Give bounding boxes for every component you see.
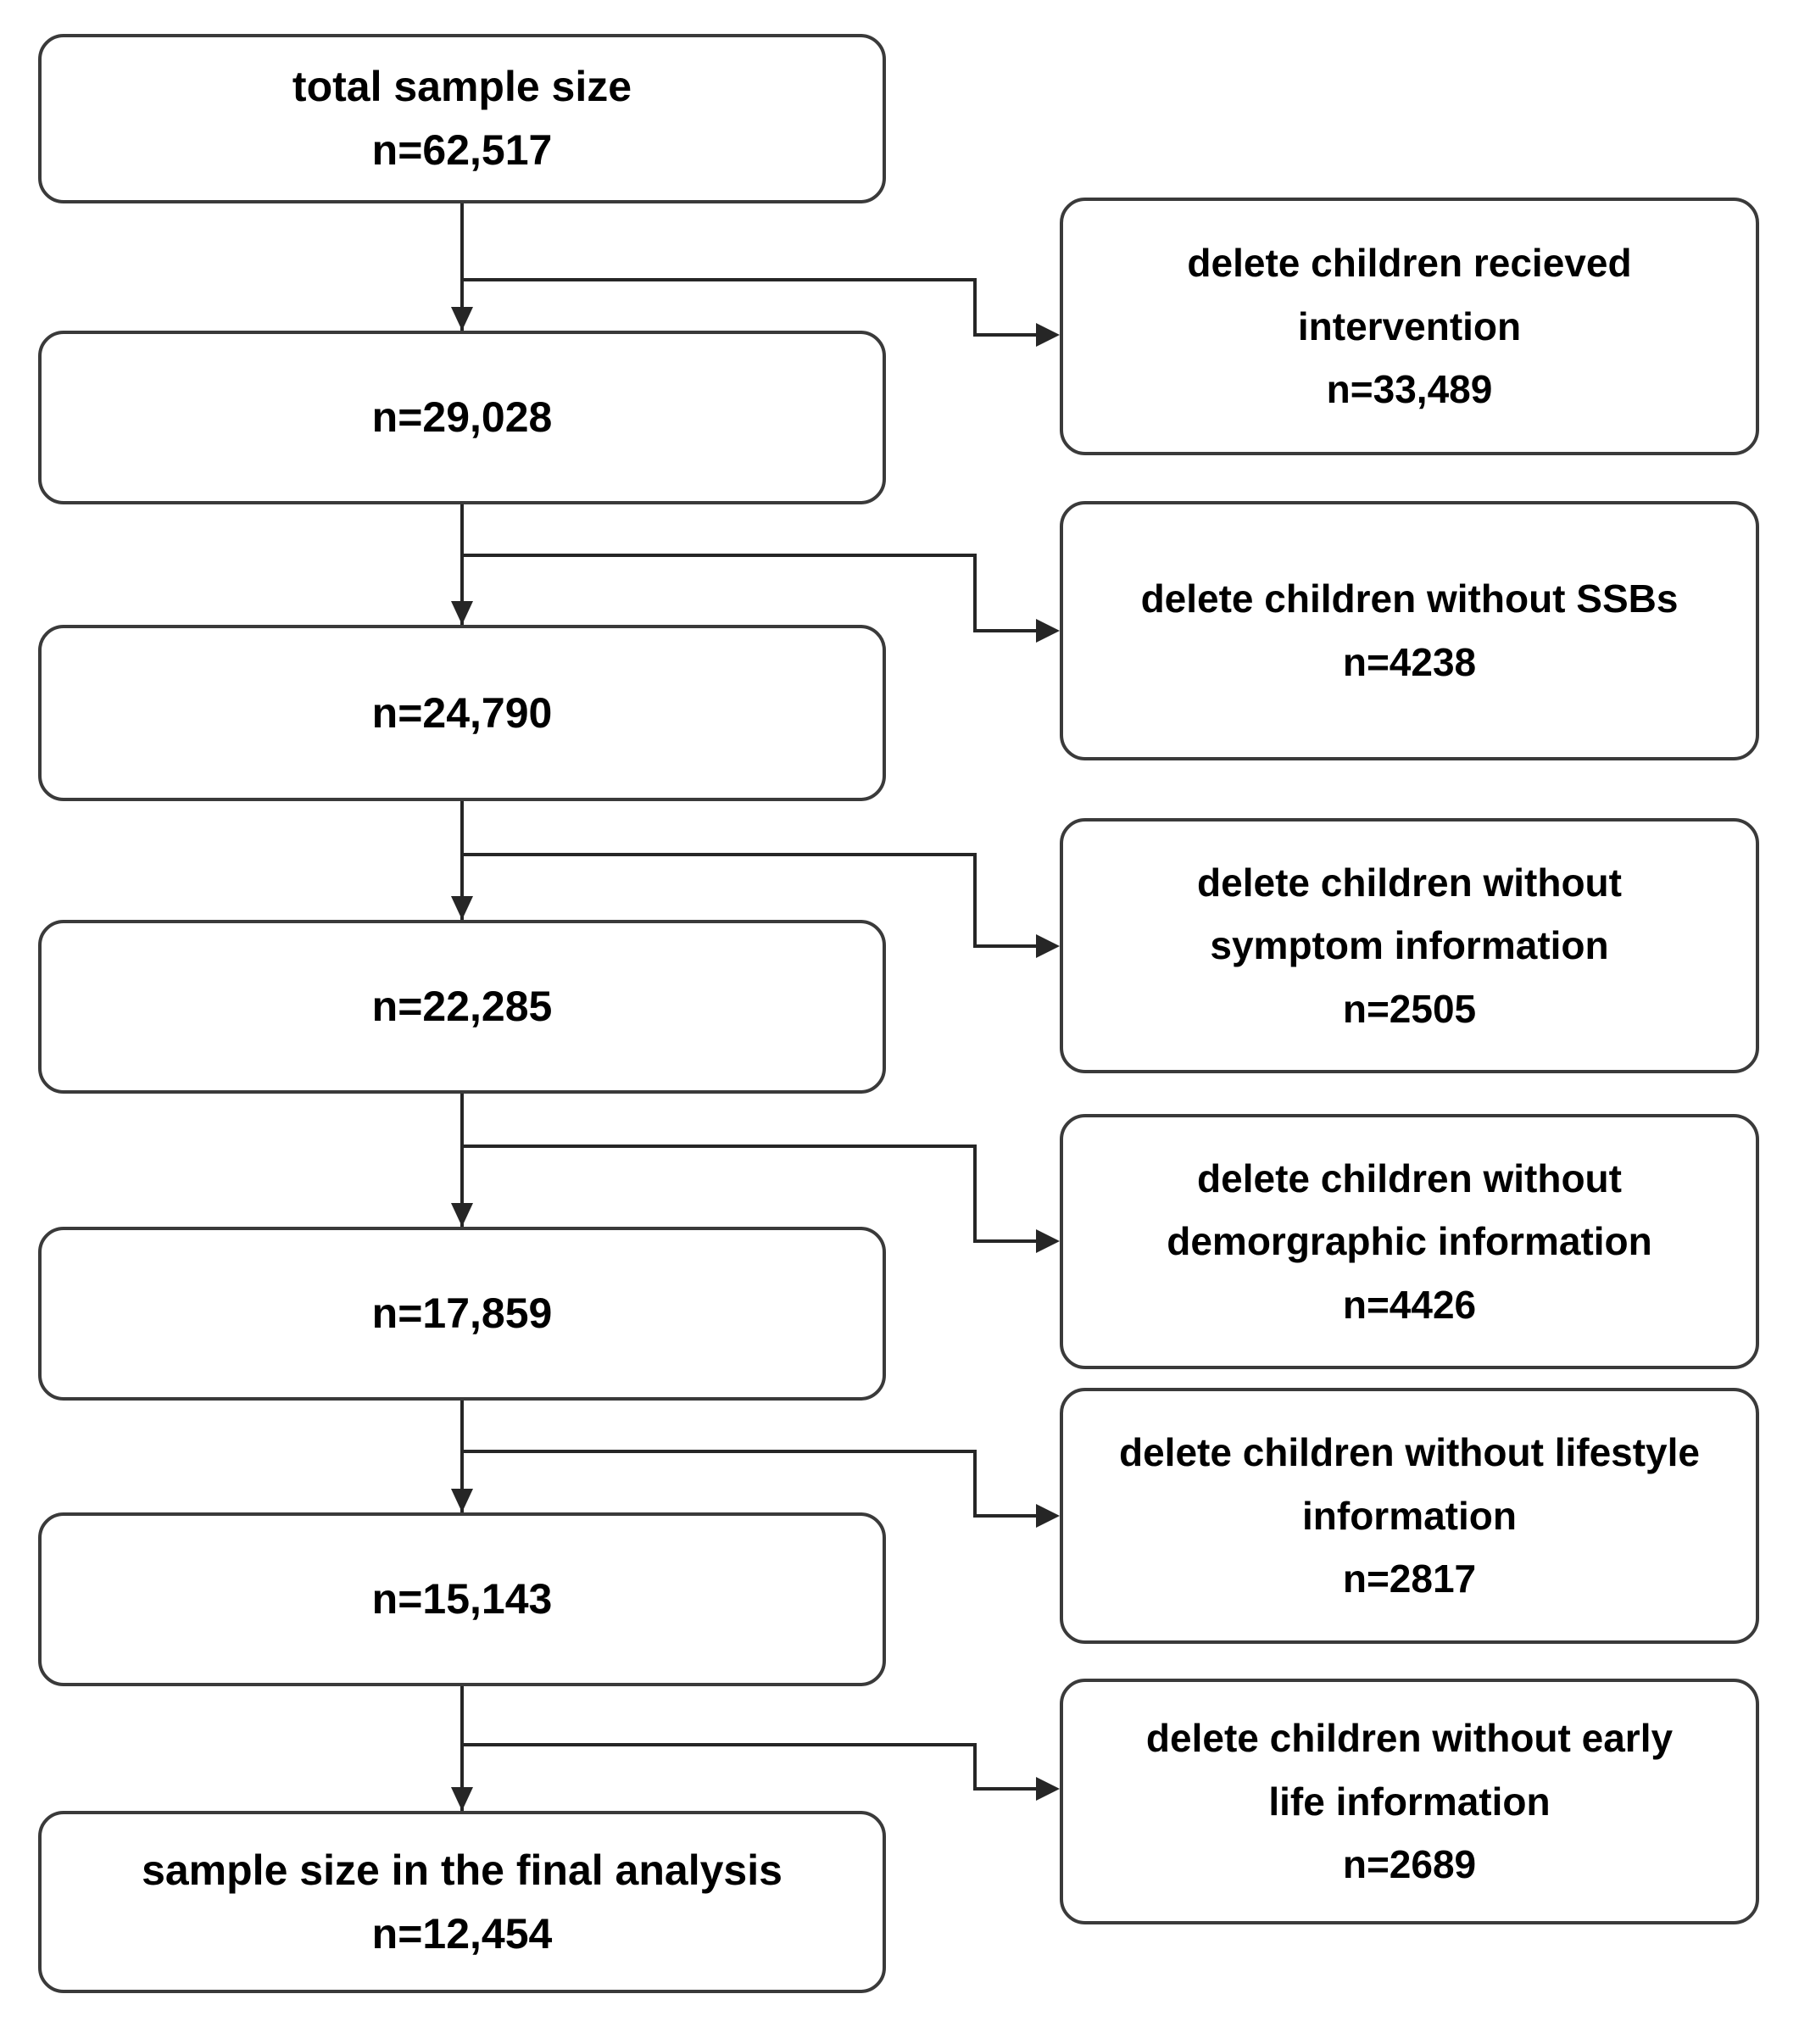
exclusion-count: n=2505 — [1342, 986, 1477, 1031]
arrow-right-icon — [1036, 1504, 1060, 1528]
connector-line — [462, 278, 977, 281]
arrow-down-icon — [451, 601, 473, 625]
exclusion-label: life information — [1268, 1779, 1551, 1824]
flow-node-5: n=17,859 — [38, 1227, 886, 1401]
node-count: n=29,028 — [371, 393, 553, 441]
exclusion-node-lifestyle: delete children without lifestyle inform… — [1060, 1388, 1759, 1644]
node-count: n=15,143 — [371, 1575, 553, 1623]
node-label: total sample size — [292, 63, 632, 110]
connector-line — [462, 554, 977, 557]
connector-line — [462, 1145, 977, 1148]
node-count: n=24,790 — [371, 688, 553, 737]
connector-line — [973, 1450, 977, 1518]
connector-line — [460, 801, 464, 920]
connector-line — [973, 278, 977, 337]
flow-node-2: n=29,028 — [38, 331, 886, 504]
arrow-right-icon — [1036, 1229, 1060, 1253]
connector-line — [460, 1686, 464, 1811]
exclusion-count: n=4426 — [1342, 1282, 1477, 1327]
flow-node-final-analysis: sample size in the final analysis n=12,4… — [38, 1811, 886, 1993]
connector-line — [460, 1094, 464, 1227]
flow-node-total-sample: total sample size n=62,517 — [38, 34, 886, 203]
arrow-down-icon — [451, 896, 473, 920]
exclusion-node-ssbs: delete children without SSBs n=4238 — [1060, 501, 1759, 760]
connector-line — [973, 1743, 977, 1791]
arrow-right-icon — [1036, 1777, 1060, 1801]
exclusion-label: delete children without SSBs — [1140, 576, 1679, 621]
connector-line — [462, 1743, 977, 1746]
connector-line — [973, 1145, 977, 1243]
exclusion-node-intervention: delete children recieved intervention n=… — [1060, 198, 1759, 455]
arrow-down-icon — [451, 307, 473, 331]
connector-line — [462, 853, 977, 856]
connector-line — [973, 853, 977, 948]
connector-line — [460, 504, 464, 625]
node-count: n=62,517 — [371, 126, 553, 174]
exclusion-count: n=2689 — [1342, 1842, 1477, 1887]
connector-line — [460, 203, 464, 331]
exclusion-label: intervention — [1297, 304, 1522, 348]
exclusion-count: n=2817 — [1342, 1557, 1477, 1601]
connector-line — [460, 1401, 464, 1512]
exclusion-label: symptom information — [1210, 923, 1609, 968]
connector-line — [975, 1787, 1038, 1791]
arrow-down-icon — [451, 1787, 473, 1811]
exclusion-label: delete children without — [1197, 1156, 1622, 1200]
flow-node-3: n=24,790 — [38, 625, 886, 801]
flow-node-6: n=15,143 — [38, 1512, 886, 1686]
exclusion-count: n=4238 — [1342, 640, 1477, 684]
connector-line — [975, 629, 1038, 632]
connector-line — [975, 1239, 1038, 1243]
arrow-right-icon — [1036, 323, 1060, 347]
node-count: n=12,454 — [371, 1909, 553, 1958]
connector-line — [975, 333, 1038, 337]
exclusion-label: delete children without — [1197, 860, 1622, 905]
node-count: n=17,859 — [371, 1289, 553, 1337]
flow-node-4: n=22,285 — [38, 920, 886, 1094]
arrow-down-icon — [451, 1203, 473, 1227]
connector-line — [973, 554, 977, 632]
connector-line — [975, 1514, 1038, 1518]
exclusion-label: information — [1302, 1493, 1517, 1538]
connector-line — [462, 1450, 977, 1453]
exclusion-label: delete children recieved — [1187, 241, 1632, 286]
arrow-down-icon — [451, 1489, 473, 1512]
exclusion-count: n=33,489 — [1326, 367, 1493, 412]
node-count: n=22,285 — [371, 983, 553, 1030]
exclusion-node-early-life: delete children without early life infor… — [1060, 1679, 1759, 1924]
arrow-right-icon — [1036, 934, 1060, 958]
exclusion-node-demographic: delete children without demorgraphic inf… — [1060, 1114, 1759, 1369]
exclusion-label: delete children without lifestyle — [1118, 1430, 1700, 1475]
node-label: sample size in the final analysis — [142, 1846, 783, 1894]
exclusion-node-symptom: delete children without symptom informat… — [1060, 818, 1759, 1073]
arrow-right-icon — [1036, 619, 1060, 643]
connector-line — [975, 944, 1038, 948]
exclusion-label: delete children without early — [1145, 1716, 1674, 1761]
exclusion-label: demorgraphic information — [1167, 1219, 1652, 1264]
